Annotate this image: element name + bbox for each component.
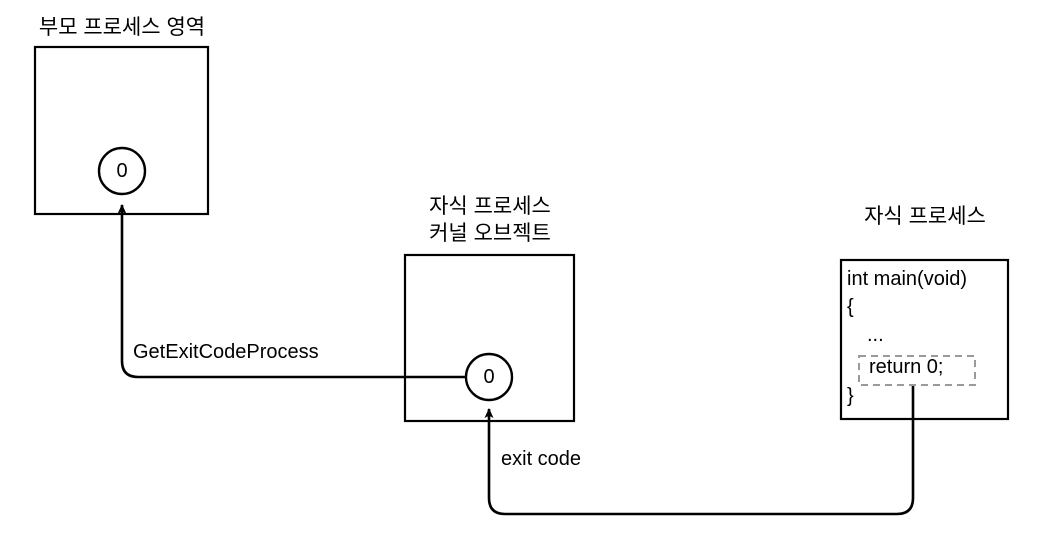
parent-exit-code-circle (97, 146, 147, 196)
kernel-exit-code-value: 0 (483, 366, 495, 388)
child-kernel-object-title-line2: 커널 오브젝트 (429, 222, 551, 245)
exit-code-label: exit code (501, 448, 582, 470)
code-line-return-zero: return 0; (869, 356, 944, 378)
kernel-exit-code-circle (464, 352, 514, 402)
child-process-title: 자식 프로세스 (864, 205, 986, 228)
parent-process-region-title: 부모 프로세스 영역 (38, 16, 206, 39)
child-process-box (839, 258, 1010, 421)
code-line-int-main: int main(void) (847, 268, 968, 290)
code-line-close-brace: } (847, 385, 854, 407)
get-exit-code-connector (117, 204, 467, 379)
exit-code-connector (484, 386, 915, 516)
parent-exit-code-value: 0 (116, 160, 128, 182)
child-kernel-object-title-line1: 자식 프로세스 (429, 195, 551, 218)
get-exit-code-process-label: GetExitCodeProcess (133, 341, 319, 363)
code-line-open-brace: { (847, 296, 854, 318)
code-line-ellipsis: ... (867, 324, 884, 346)
